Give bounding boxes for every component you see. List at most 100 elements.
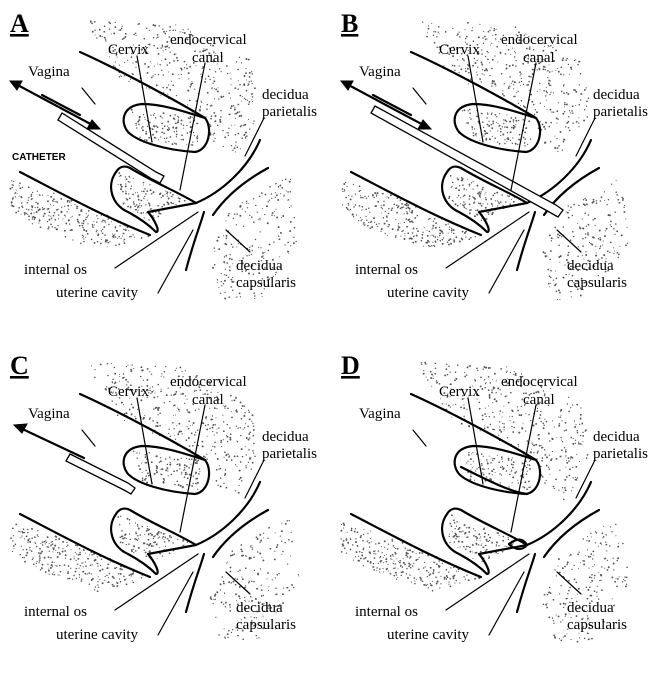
stipple-dot: [577, 430, 579, 432]
stipple-dot: [496, 400, 498, 402]
stipple-dot: [502, 134, 504, 136]
stipple-dot: [114, 234, 115, 235]
stipple-dot: [469, 204, 471, 206]
stipple-dot: [28, 219, 29, 220]
stipple-dot: [287, 242, 289, 244]
stipple-dot: [144, 534, 145, 535]
stipple-dot: [392, 228, 394, 230]
stipple-dot: [455, 378, 457, 380]
stipple-dot: [217, 279, 218, 280]
stipple-dot: [406, 552, 408, 554]
stipple-dot: [168, 433, 169, 434]
stipple-dot: [73, 575, 75, 577]
stipple-dot: [469, 212, 471, 214]
stipple-dot: [472, 188, 473, 189]
stipple-dot: [19, 182, 21, 184]
stipple-dot: [245, 136, 246, 137]
stipple-dot: [458, 65, 459, 66]
stipple-dot: [272, 579, 273, 580]
stipple-dot: [216, 408, 217, 409]
stipple-dot: [490, 131, 491, 132]
stipple-dot: [404, 547, 405, 548]
stipple-dot: [267, 572, 269, 574]
stipple-dot: [164, 194, 165, 195]
stipple-dot: [50, 567, 52, 569]
stipple-dot: [374, 192, 376, 194]
stipple-dot: [91, 365, 92, 366]
cervix-diagram: C Vagina Cervix endocervical canal decid…: [0, 342, 331, 684]
stipple-dot: [352, 544, 353, 545]
stipple-dot: [159, 547, 160, 548]
stipple-dot: [343, 545, 345, 547]
stipple-dot: [481, 220, 482, 221]
stipple-dot: [281, 541, 282, 542]
stipple-dot: [511, 410, 513, 412]
stipple-dot: [251, 83, 252, 84]
stipple-dot: [519, 82, 521, 84]
stipple-dot: [495, 38, 496, 39]
stipple-dot: [242, 96, 243, 97]
stipple-dot: [482, 113, 483, 114]
stipple-dot: [267, 250, 269, 252]
stipple-dot: [578, 443, 580, 445]
stipple-dot: [353, 206, 354, 207]
stipple-dot: [121, 535, 123, 537]
stipple-dot: [259, 553, 261, 555]
stipple-dot: [527, 440, 529, 442]
stipple-dot: [550, 92, 551, 93]
stipple-dot: [293, 237, 294, 238]
stipple-dot: [242, 405, 244, 407]
stipple-dot: [285, 178, 287, 180]
stipple-dot: [606, 550, 607, 551]
stipple-dot: [252, 414, 254, 416]
stipple-dot: [591, 638, 593, 640]
stipple-dot: [132, 364, 133, 365]
stipple-dot: [80, 565, 81, 566]
stipple-dot: [368, 196, 369, 197]
stipple-dot: [363, 558, 365, 560]
stipple-dot: [100, 35, 101, 36]
stipple-dot: [610, 221, 612, 223]
stipple-dot: [54, 212, 56, 214]
stipple-dot: [518, 482, 519, 483]
stipple-dot: [247, 85, 248, 86]
stipple-dot: [65, 236, 67, 238]
stipple-dot: [390, 555, 392, 557]
stipple-dot: [422, 232, 423, 233]
stipple-dot: [462, 231, 464, 233]
stipple-dot: [388, 226, 389, 227]
stipple-dot: [442, 243, 444, 245]
stipple-dot: [144, 139, 145, 140]
stipple-dot: [514, 81, 516, 83]
stipple-dot: [502, 416, 503, 417]
stipple-dot: [582, 218, 583, 219]
stipple-dot: [130, 573, 132, 575]
stipple-dot: [373, 563, 374, 564]
stipple-dot: [566, 476, 568, 478]
stipple-dot: [554, 636, 555, 637]
stipple-dot: [432, 590, 434, 592]
stipple-dot: [511, 199, 512, 200]
stipple-dot: [568, 590, 570, 592]
stipple-dot: [163, 112, 165, 114]
stipple-dot: [286, 520, 287, 521]
stipple-dot: [277, 544, 279, 546]
stipple-dot: [157, 409, 159, 411]
stipple-dot: [48, 215, 49, 216]
stipple-dot: [580, 407, 581, 408]
stipple-dot: [151, 391, 153, 393]
stipple-dot: [147, 67, 148, 68]
stipple-dot: [459, 31, 460, 32]
stipple-dot: [241, 408, 242, 409]
stipple-dot: [243, 226, 244, 227]
stipple-dot: [39, 557, 41, 559]
stipple-dot: [399, 562, 401, 564]
stipple-dot: [198, 473, 200, 475]
stipple-dot: [181, 473, 182, 474]
stipple-dot: [533, 104, 535, 106]
stipple-dot: [215, 453, 216, 454]
stipple-dot: [106, 567, 108, 569]
stipple-dot: [564, 566, 566, 568]
stipple-dot: [213, 599, 214, 600]
stipple-dot: [550, 277, 551, 278]
